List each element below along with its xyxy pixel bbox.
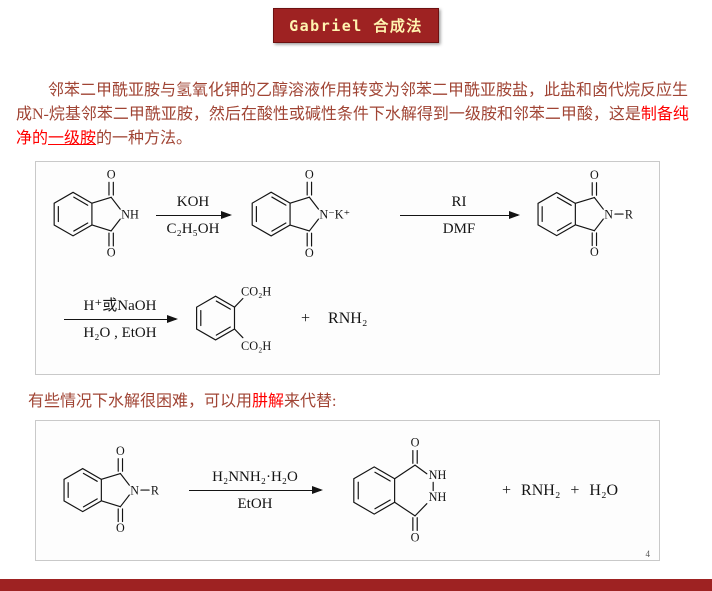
intro-highlight-underlined: 一级胺	[48, 130, 97, 147]
note-text: 有些情况下水解很困难，可以用	[28, 393, 253, 410]
n-alkyl-phthalimide-structure: O O N R	[537, 168, 634, 259]
r-group-label: R	[151, 483, 160, 497]
bond-lines	[53, 181, 121, 247]
note-line: 有些情况下水解很困难，可以用肼解来代替:	[28, 390, 696, 414]
oxygen-label: O	[116, 444, 125, 458]
nh-label: NH	[429, 490, 447, 504]
title-banner: Gabriel 合成法	[273, 8, 439, 43]
arrow-shaft	[189, 486, 323, 495]
oxygen-label: O	[590, 168, 599, 182]
reaction-arrow-ri: RI DMF	[400, 193, 520, 238]
footer-bar	[0, 579, 712, 591]
arrow-reagent-label: RI	[451, 193, 467, 210]
reaction-row-2: H⁺或NaOH H₂O , EtOH CO₂H CO₂H + RNH₂	[44, 268, 651, 370]
arrow-solvent-label: DMF	[442, 220, 476, 237]
plus-sign: +	[502, 481, 512, 499]
water-formula: H₂O	[589, 481, 619, 499]
oxygen-label: O	[116, 521, 125, 535]
primary-amine-formula: RNH₂	[328, 310, 368, 327]
n-alkyl-phthalimide-structure: O O N R	[63, 444, 160, 535]
reaction-arrow-hydrazine: H₂NNH₂·H₂O EtOH	[189, 468, 323, 513]
arrow-shaft	[156, 210, 232, 219]
nh-label: NH	[429, 468, 447, 482]
potassium-phthalimide-structure: O O N⁻K⁺	[251, 168, 350, 260]
phthalimide-structure: O O NH	[53, 168, 139, 260]
nh-label: NH	[121, 208, 139, 222]
page-title: Gabriel 合成法	[289, 17, 423, 35]
bond-lines	[537, 182, 624, 247]
intro-highlight: 制备纯净的	[16, 106, 689, 147]
arrow-solvent-label: EtOH	[237, 496, 273, 512]
intro-text: 邻苯二甲酰亚胺与氢氧化钾的乙醇溶液作用转变为邻苯二甲酰亚胺盐，此盐和卤代烷反应生…	[16, 82, 689, 123]
arrow-reagent-label: H₂NNH₂·H₂O	[212, 469, 298, 485]
oxygen-label: O	[305, 168, 314, 182]
plus-sign: +	[301, 310, 311, 327]
plus-sign: +	[570, 481, 580, 499]
arrow-reagent-label: KOH	[176, 193, 210, 210]
bond-lines	[196, 295, 244, 341]
primary-amine-formula: RNH₂	[521, 481, 561, 499]
reaction-row-1: O O NH KOH C₂H₅OH O	[44, 164, 651, 266]
note-text-end: 来代替:	[284, 393, 337, 410]
r-group-label: R	[625, 208, 634, 222]
n-label: N	[604, 208, 613, 222]
phthalic-acid-structure: CO₂H CO₂H	[196, 284, 271, 353]
oxygen-label: O	[305, 246, 314, 260]
n-k-label: N⁻K⁺	[319, 208, 350, 222]
corner-mark: 4	[645, 549, 651, 559]
arrow-shaft	[64, 314, 178, 323]
reaction-arrow-hydrolysis: H⁺或NaOH H₂O , EtOH	[64, 297, 178, 342]
reaction-scheme-box-2: O O N R H₂NNH₂·H₂O EtOH	[35, 420, 660, 561]
oxygen-label: O	[411, 436, 420, 450]
oxygen-label: O	[590, 245, 599, 259]
reaction-arrow-koh: KOH C₂H₅OH	[156, 193, 232, 238]
intro-text-end: 的一种方法。	[96, 130, 193, 147]
oxygen-label: O	[411, 530, 420, 544]
intro-paragraph: 邻苯二甲酰亚胺与氢氧化钾的乙醇溶液作用转变为邻苯二甲酰亚胺盐，此盐和卤代烷反应生…	[16, 79, 696, 151]
phthalhydrazide-structure: O O NH NH	[353, 436, 447, 544]
arrow-solvent-label: C₂H₅OH	[166, 220, 220, 237]
arrow-solvent-label: H₂O , EtOH	[83, 324, 157, 341]
reaction-row-3: O O N R H₂NNH₂·H₂O EtOH	[44, 427, 651, 554]
arrow-reagent-label: H⁺或NaOH	[83, 297, 157, 314]
oxygen-label: O	[107, 168, 116, 182]
carboxyl-label: CO₂H	[241, 339, 271, 353]
reaction-scheme-box-1: O O NH KOH C₂H₅OH O	[35, 161, 660, 375]
n-label: N	[130, 483, 139, 497]
bond-lines	[63, 457, 150, 522]
bond-lines	[251, 181, 320, 247]
carboxyl-label: CO₂H	[241, 284, 271, 298]
note-highlight: 肼解	[252, 393, 285, 410]
arrow-shaft	[400, 210, 520, 219]
oxygen-label: O	[107, 246, 116, 260]
bond-lines	[353, 449, 434, 532]
